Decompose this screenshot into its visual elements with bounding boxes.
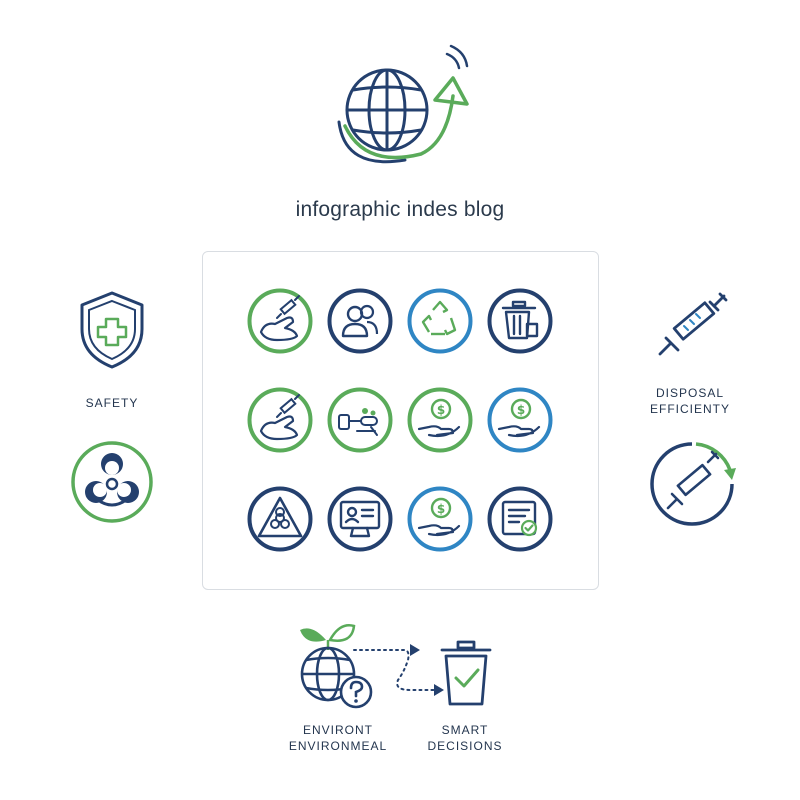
checklist-document-icon [487, 486, 553, 552]
svg-text:$: $ [517, 403, 525, 417]
syringe-icon [656, 292, 728, 358]
globe-arrow-icon [325, 42, 475, 172]
svg-text:$: $ [437, 403, 445, 417]
hand-coin-icon: $ [407, 387, 473, 453]
arm-injection-icon [247, 288, 313, 354]
icon-grid-panel: $ $ $ [202, 251, 599, 590]
hand-coin-icon: $ [407, 486, 473, 552]
recycle-icon [407, 288, 473, 354]
arm-injection-icon [247, 387, 313, 453]
environ-label: ENVIRONT ENVIRONMEAL [288, 723, 388, 753]
trash-bin-icon [487, 288, 553, 354]
page-title: infographic indes blog [295, 198, 505, 221]
monitor-profile-icon [327, 486, 393, 552]
trash-check-icon [438, 640, 494, 708]
icon-grid: $ $ $ [247, 288, 553, 552]
safety-label: SAFETY [85, 396, 139, 410]
svg-text:$: $ [437, 502, 445, 516]
pills-syringe-icon [327, 387, 393, 453]
syringe-cycle-icon [648, 440, 736, 528]
people-icon [327, 288, 393, 354]
biohazard-icon [70, 440, 154, 524]
disposal-label: DISPOSAL EFFICIENTY [649, 386, 730, 416]
biohazard-warning-icon [247, 486, 313, 552]
dotted-arrow-icon [350, 640, 446, 698]
hand-coin-icon: $ [487, 387, 553, 453]
smart-decisions-label: SMART DECISIONS [427, 723, 503, 753]
shield-cross-icon [76, 289, 148, 371]
globe-leaf-question-icon [296, 618, 376, 710]
